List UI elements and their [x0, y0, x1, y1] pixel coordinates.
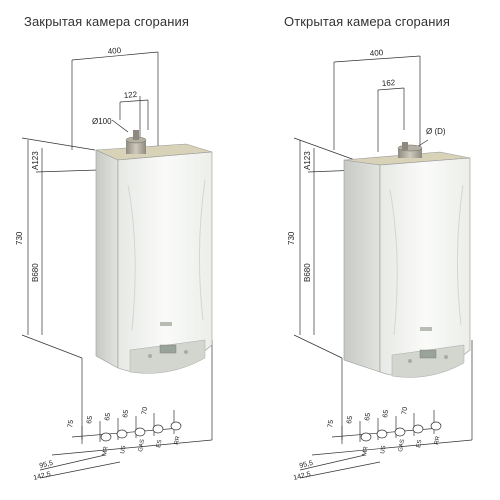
left-knob-icon-2 — [184, 350, 188, 354]
left-connector-es-icon — [152, 424, 164, 434]
left-boiler-front — [117, 151, 213, 374]
left-connectors — [100, 421, 182, 442]
right-connector-mr-icon — [360, 432, 372, 442]
right-front-curve-2 — [456, 184, 464, 326]
left-connector-us-label: US — [120, 445, 127, 454]
right-body-height-label: B680 — [303, 263, 312, 282]
left-top-offset-label: A123 — [31, 151, 40, 170]
right-spacing-2: 65 — [346, 415, 354, 424]
left-front-curve-2 — [198, 179, 206, 321]
title-open-chamber: Открытая камера сгорания — [284, 14, 450, 29]
right-control-panel — [391, 344, 465, 378]
right-total-height-label: 730 — [287, 231, 296, 245]
right-knob-icon — [408, 359, 412, 363]
left-display — [159, 344, 177, 354]
left-logo-badge — [160, 322, 172, 326]
right-display — [419, 349, 437, 359]
right-spacing-3: 65 — [364, 412, 372, 421]
left-body-height-label: B680 — [31, 263, 40, 282]
right-connector-rr-label: RR — [434, 435, 442, 445]
left-connector-rr-label: RR — [174, 435, 182, 445]
left-spacing-5: 70 — [141, 406, 149, 415]
left-depth-1-label: 95,5 — [39, 460, 54, 470]
right-boiler-front — [379, 157, 471, 378]
left-connector-gas-icon — [134, 427, 146, 437]
right-flue-diameter-label: Ø (D) — [426, 127, 446, 136]
left-spacing-1: 75 — [67, 419, 75, 428]
right-depth-2-label: 142,5 — [293, 471, 312, 482]
right-connector-es-label: ES — [416, 439, 423, 448]
left-connector-gas-label: GAS — [138, 439, 146, 453]
right-connector-mr-label: MR — [362, 445, 370, 456]
left-flue-offset-label: 122 — [123, 90, 138, 100]
right-width-label: 400 — [370, 48, 384, 58]
right-depth-1-label: 95,5 — [299, 460, 314, 470]
left-spacing-4: 65 — [122, 409, 130, 418]
left-depth-2-label: 142,5 — [33, 471, 52, 482]
right-logo-badge — [420, 327, 432, 331]
left-total-height-label: 730 — [15, 231, 24, 245]
left-flue-inner — [133, 130, 139, 140]
left-connector-us-icon — [116, 429, 128, 439]
right-connector-gas-icon — [394, 427, 406, 437]
right-dimension-lines — [293, 55, 473, 479]
right-top-offset-label: A123 — [303, 151, 312, 170]
right-connector-us-label: US — [380, 445, 387, 454]
right-boiler-diagram: 400 162 Ø (D) 730 A123 B680 75 65 65 65 … — [287, 48, 473, 482]
left-boiler-diagram: 400 122 Ø100 730 A123 B680 75 65 65 65 7… — [15, 46, 213, 482]
right-connectors — [360, 421, 442, 442]
right-connector-es-icon — [412, 424, 424, 434]
right-front-curve — [389, 189, 398, 336]
left-boiler-side — [95, 149, 119, 369]
right-spacing-5: 70 — [401, 406, 409, 415]
right-connector-rr-icon — [430, 421, 442, 431]
right-connector-gas-label: GAS — [398, 439, 406, 453]
left-spacing-3: 65 — [104, 412, 112, 421]
right-spacing-1: 75 — [327, 419, 335, 428]
right-spacing-4: 65 — [382, 409, 390, 418]
left-flue-pipe — [126, 140, 146, 154]
left-front-curve — [127, 184, 136, 331]
right-flue-offset-label: 162 — [382, 78, 396, 88]
right-boiler-side — [343, 159, 381, 373]
right-flue-top — [397, 144, 423, 152]
left-spacing-2: 65 — [86, 415, 94, 424]
left-connector-rr-icon — [170, 421, 182, 431]
left-connector-mr-icon — [100, 432, 112, 442]
right-flue-pipe — [398, 148, 422, 158]
left-control-panel — [129, 339, 206, 374]
left-knob-icon — [148, 354, 152, 358]
right-connector-us-icon — [376, 429, 388, 439]
left-flue-diameter-label: Ø100 — [92, 117, 112, 126]
right-flue-inner — [402, 142, 408, 150]
left-width-label: 400 — [107, 46, 122, 56]
left-connector-es-label: ES — [156, 439, 163, 448]
title-closed-chamber: Закрытая камера сгорания — [24, 14, 190, 29]
right-knob-icon-2 — [444, 355, 448, 359]
left-connector-mr-label: MR — [102, 445, 110, 456]
